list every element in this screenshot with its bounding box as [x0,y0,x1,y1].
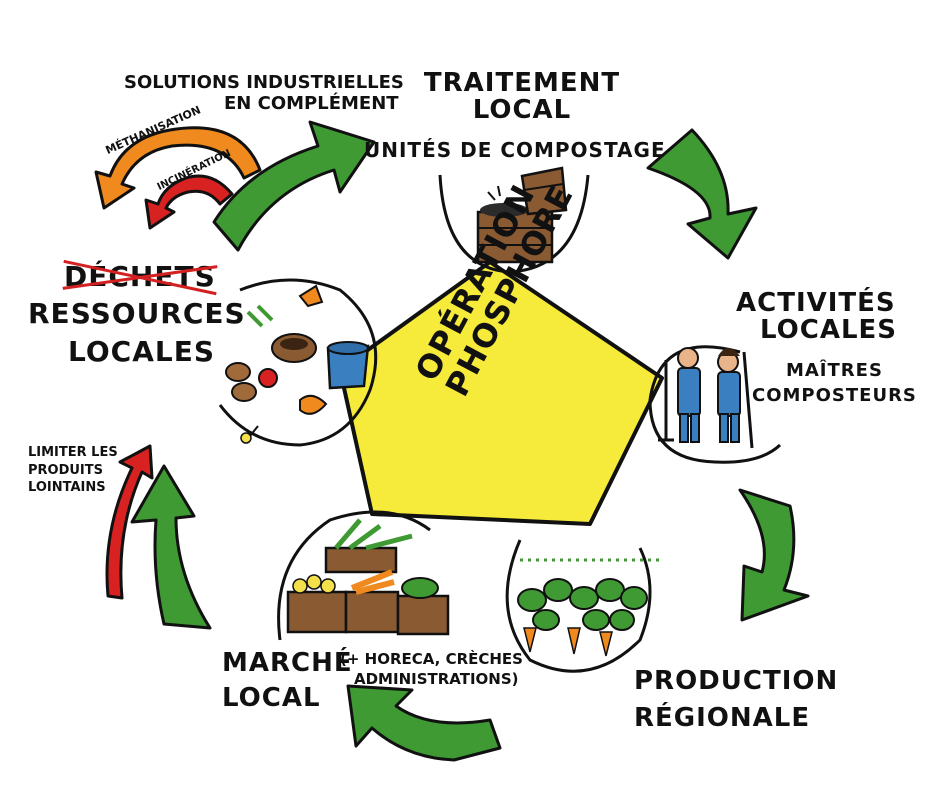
activites-circle [648,345,782,464]
traitement-title-line2: LOCAL [472,95,572,126]
cycle-arrow-2-icon [738,488,810,622]
marche-title-line1: MARCHÉ [222,648,353,678]
ressources-circle [218,278,378,447]
marche-title-line2: LOCAL [222,683,321,714]
traitement-subtitle: UNITÉS DE COMPOSTAGE [364,138,666,162]
gardeners-illustration [658,347,754,449]
activites-subtitle-line1: MAÎTRES [785,360,883,381]
methanisation-arrow-icon [94,126,262,210]
production-line2: RÉGIONALE [634,703,811,734]
marche-paren: (+ HORECA, CRÈCHES ADMINISTRATIONS) [340,650,523,688]
market-crates-illustration [286,518,450,636]
marche-circle [277,510,450,641]
production-line1: PRODUCTION [634,666,839,696]
activites-subtitle: MAÎTRES COMPOSTEURS [752,360,917,406]
incineration-arrow-icon [144,174,234,230]
compost-bin-illustration [476,166,568,264]
vegetables-illustration [517,558,660,657]
limiter-line2: PRODUITS [28,462,104,478]
ressources-line2: LOCALES [68,334,215,368]
activites-title-line2: LOCALES [760,315,897,346]
activites-label: ACTIVITÉS LOCALES [736,288,897,346]
solutions-title-line1: SOLUTIONS INDUSTRIELLES [124,72,404,93]
solutions-label: SOLUTIONS INDUSTRIELLES EN COMPLÉMENT [124,72,404,114]
organic-waste-illustration [225,284,370,444]
limiter-line1: LIMITER LES [28,445,118,460]
marche-label: MARCHÉ LOCAL [222,648,353,714]
limiter-arrow-icon [105,444,154,600]
cycle-arrow-3-icon [346,684,502,762]
solutions-title-line2: EN COMPLÉMENT [224,92,399,114]
marche-paren-line2: ADMINISTRATIONS) [354,669,519,688]
traitement-label: TRAITEMENT LOCAL [422,68,622,126]
traitement-circle [438,166,590,274]
cycle-arrow-4-icon [130,464,212,630]
cycle-arrow-1-icon [646,128,758,260]
dechets-struck-word: DÉCHETS [64,260,216,293]
cycle-arrow-5-icon [212,120,376,252]
ressources-line1: RESSOURCES [28,297,246,331]
production-circle [505,539,660,673]
traitement-title-line1: TRAITEMENT [423,68,621,98]
activites-subtitle-line2: COMPOSTEURS [752,384,917,406]
ressources-label: DÉCHETS RESSOURCES LOCALES [28,260,246,368]
limiter-label: LIMITER LES PRODUITS LOINTAINS [28,446,118,495]
limiter-line3: LOINTAINS [28,480,106,496]
production-label: PRODUCTION RÉGIONALE [634,666,839,734]
activites-title-line1: ACTIVITÉS [736,288,896,318]
marche-paren-line1: (+ HORECA, CRÈCHES [340,650,523,668]
